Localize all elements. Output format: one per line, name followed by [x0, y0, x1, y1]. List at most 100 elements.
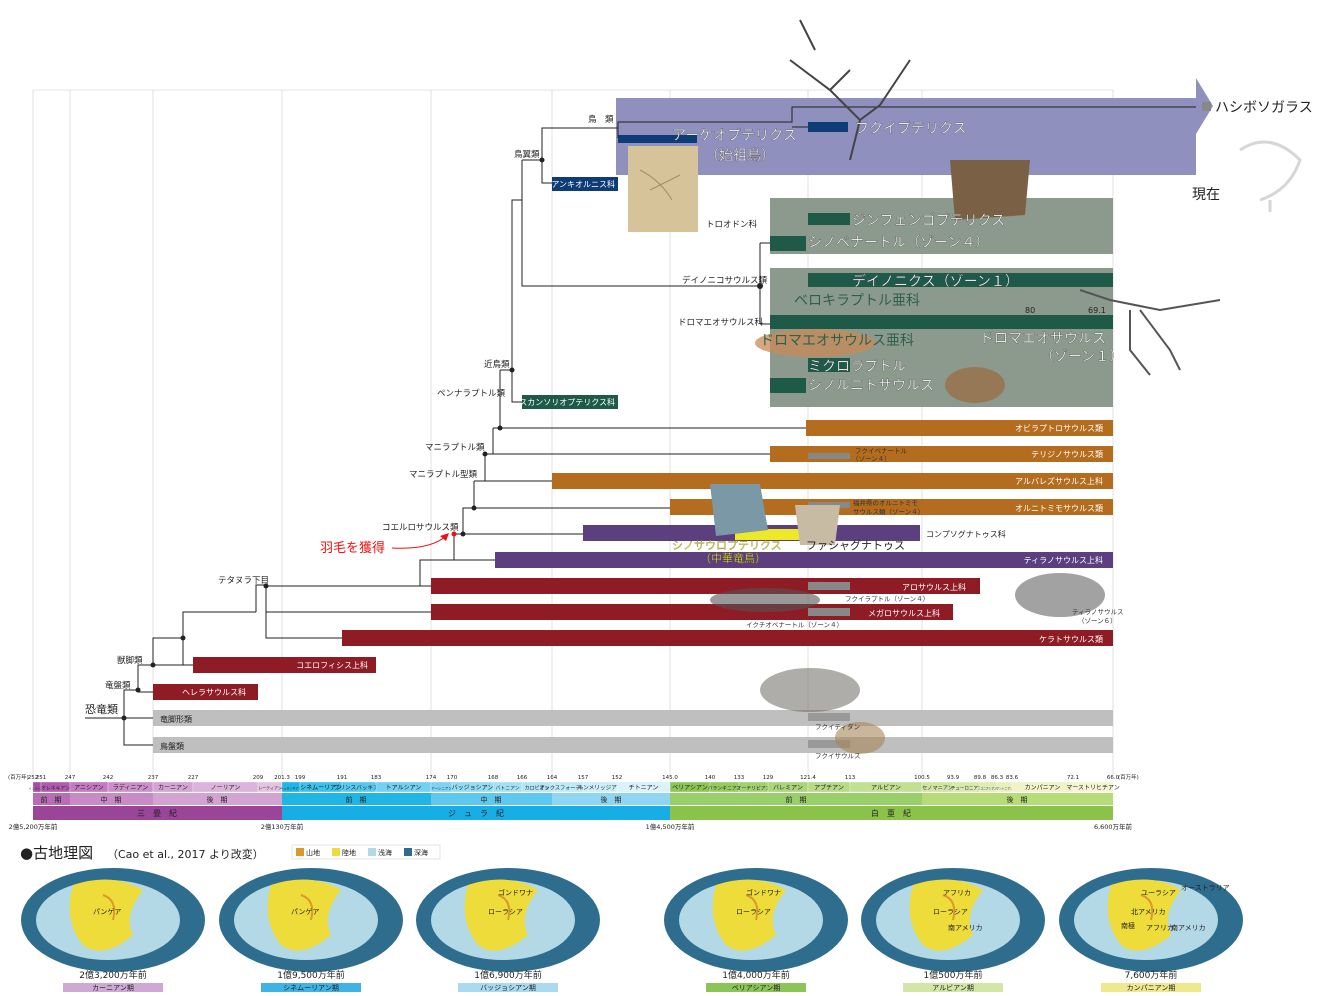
label-herrerasaur: ヘレラサウルス科	[182, 687, 246, 697]
age-tick: 237	[148, 775, 159, 781]
label-dromaeosaurinae: ドロマエオサウルス亜科	[760, 333, 914, 349]
map-stage: シネムーリアン期	[283, 984, 339, 992]
stage-name: マーストリヒチアン	[1066, 785, 1119, 792]
map-age: 1億500万年前	[924, 969, 983, 981]
label-fukuivenator-zone: （ゾーン４）	[852, 455, 891, 463]
stage-name: アニシアン	[74, 785, 104, 792]
label-ornithomimosauria: オルニトミモサウルス類	[1015, 503, 1103, 513]
epoch-early-triassic: 前 期	[41, 795, 62, 804]
map-age: 1億6,900万年前	[474, 969, 542, 981]
stage-name: チトニアン	[629, 785, 659, 792]
crow-image	[1240, 142, 1300, 212]
label-hashibosogarasu: ハシボソガラス	[1215, 100, 1313, 116]
stage-name: オーテリビアン	[737, 785, 771, 792]
stage-name: ベリアシアン	[672, 785, 708, 792]
stage-name: アプチアン	[814, 785, 844, 792]
stage-name: カーニアン	[158, 785, 188, 792]
label-sinornithosaurus: シノルニトサウルス	[808, 378, 934, 394]
age-tick: 242	[103, 775, 114, 781]
label-compsognathidae: コンプソグナトゥス科	[926, 529, 1006, 539]
map-age: 1億9,500万年前	[277, 969, 345, 981]
label-megalosauroidea: メガロサウルス上科	[868, 608, 940, 618]
stage-name: コニアシアン	[980, 787, 997, 791]
age-tick: 174	[426, 775, 437, 781]
label-fukuivenator: フクイベナートル	[855, 447, 908, 455]
fukuititan-image	[760, 668, 860, 712]
date-145: 1億4,500万年前	[646, 822, 695, 831]
legend-swatch	[368, 848, 376, 856]
epoch-middle-triassic: 中 期	[101, 795, 122, 804]
age-tick: 166	[517, 775, 528, 781]
epoch-early-cretaceous: 前 期	[786, 795, 807, 804]
label-fukuititan: フクイティタン	[815, 722, 860, 731]
age-tick: 251	[36, 775, 47, 781]
map-label: ゴンドワナ	[746, 888, 781, 897]
legend-swatch	[296, 848, 304, 856]
date-66: 6,600万年前	[1094, 822, 1133, 831]
map-label: 南極	[1121, 921, 1135, 930]
age-tick: 83.6	[1006, 775, 1019, 781]
label-80: 80	[1025, 306, 1035, 315]
age-tick: 183	[371, 775, 382, 781]
stage-name: チューロニアン	[951, 786, 983, 792]
ichthyovenator-image	[710, 588, 820, 612]
map-label: 南アメリカ	[948, 923, 983, 932]
label-sauropodomorpha: 竜脚形類	[160, 714, 192, 724]
epoch-late-jurassic: 後 期	[601, 795, 622, 804]
map-label: ローラシア	[736, 908, 771, 916]
label-microraptor: ミクロラプトル	[808, 359, 906, 375]
crow-marker	[1202, 102, 1211, 111]
age-unit: (百万年)	[8, 773, 29, 781]
clade-paraves: 近鳥類	[484, 359, 510, 370]
bar-allosauroidea	[431, 578, 980, 594]
label-velociraptorinae: ベロキラプトル亜科	[794, 293, 920, 309]
label-present: 現在	[1192, 187, 1220, 203]
legend-label: 浅海	[378, 848, 392, 857]
age-tick: 129	[763, 775, 774, 781]
age-tick: 93.9	[947, 775, 960, 781]
age-tick: 113	[845, 775, 856, 781]
legend-label: 山地	[306, 848, 320, 857]
jinfengopteryx-fossil-image	[950, 160, 1030, 220]
age-tick: 164	[547, 775, 558, 781]
clade-dinosauria: 恐竜類	[85, 702, 118, 716]
label-fukuiraptor: フクイラプトル（ゾーン４）	[845, 595, 929, 603]
legend-swatch	[404, 848, 412, 856]
label-tyrannosauroidea: ティラノサウルス上科	[1024, 555, 1103, 565]
paleomap: ローラシアアフリカ南アメリカ1億500万年前アルビアン期	[861, 868, 1045, 992]
period-triassic: 三 畳 紀	[137, 808, 177, 818]
sinovenator-range	[770, 236, 806, 251]
paleomap-source: （Cao et al., 2017 より改変）	[107, 847, 264, 861]
period-jurassic: ジ ュ ラ 紀	[448, 808, 504, 818]
clade-avialae: 鳥翼類	[514, 149, 540, 160]
clade-coelurosauria: コエルロサウルス類	[382, 522, 459, 533]
map-label: ユーラシア	[1141, 889, 1176, 897]
legend-label: 陸地	[342, 848, 356, 857]
age-tick: 140	[705, 775, 716, 781]
feather-arrow	[392, 533, 449, 548]
age-tick: 191	[337, 775, 348, 781]
stage-name: サントニアン	[996, 787, 1013, 791]
clade-saurischia: 竜盤類	[105, 680, 131, 691]
stage-name: トアルシアン	[386, 785, 422, 792]
bar-sauropodomorpha	[153, 710, 1113, 726]
stage-name: ノーリアン	[211, 785, 241, 792]
label-archaeopteryx: アーケオプテリクス	[672, 128, 797, 144]
map-label: アフリカ	[1146, 924, 1174, 932]
paleomap: 北アメリカユーラシアアフリカ南アメリカオーストラリア南極7,600万年前カンパニ…	[1059, 868, 1243, 992]
bar-tyrannosauroidea	[495, 552, 1113, 568]
age-tick: 227	[188, 775, 199, 781]
age-tick: 121.4	[800, 775, 816, 781]
clade-aves: 鳥 類	[588, 114, 614, 125]
age-tick: 89.8	[974, 775, 987, 781]
age-tick: 247	[65, 775, 76, 781]
label-therizinosauria: テリジノサウルス類	[1031, 449, 1103, 459]
map-stage: バッジョシアン期	[480, 984, 536, 992]
label-tyrannosaurus-zone: （ゾーン６）	[1078, 617, 1117, 625]
clade-theropoda: 獣脚類	[117, 655, 143, 666]
archaeopteryx-fossil-image	[628, 146, 698, 232]
stage-name: ヘッタンギアン	[281, 786, 302, 791]
legend-swatch	[332, 848, 340, 856]
